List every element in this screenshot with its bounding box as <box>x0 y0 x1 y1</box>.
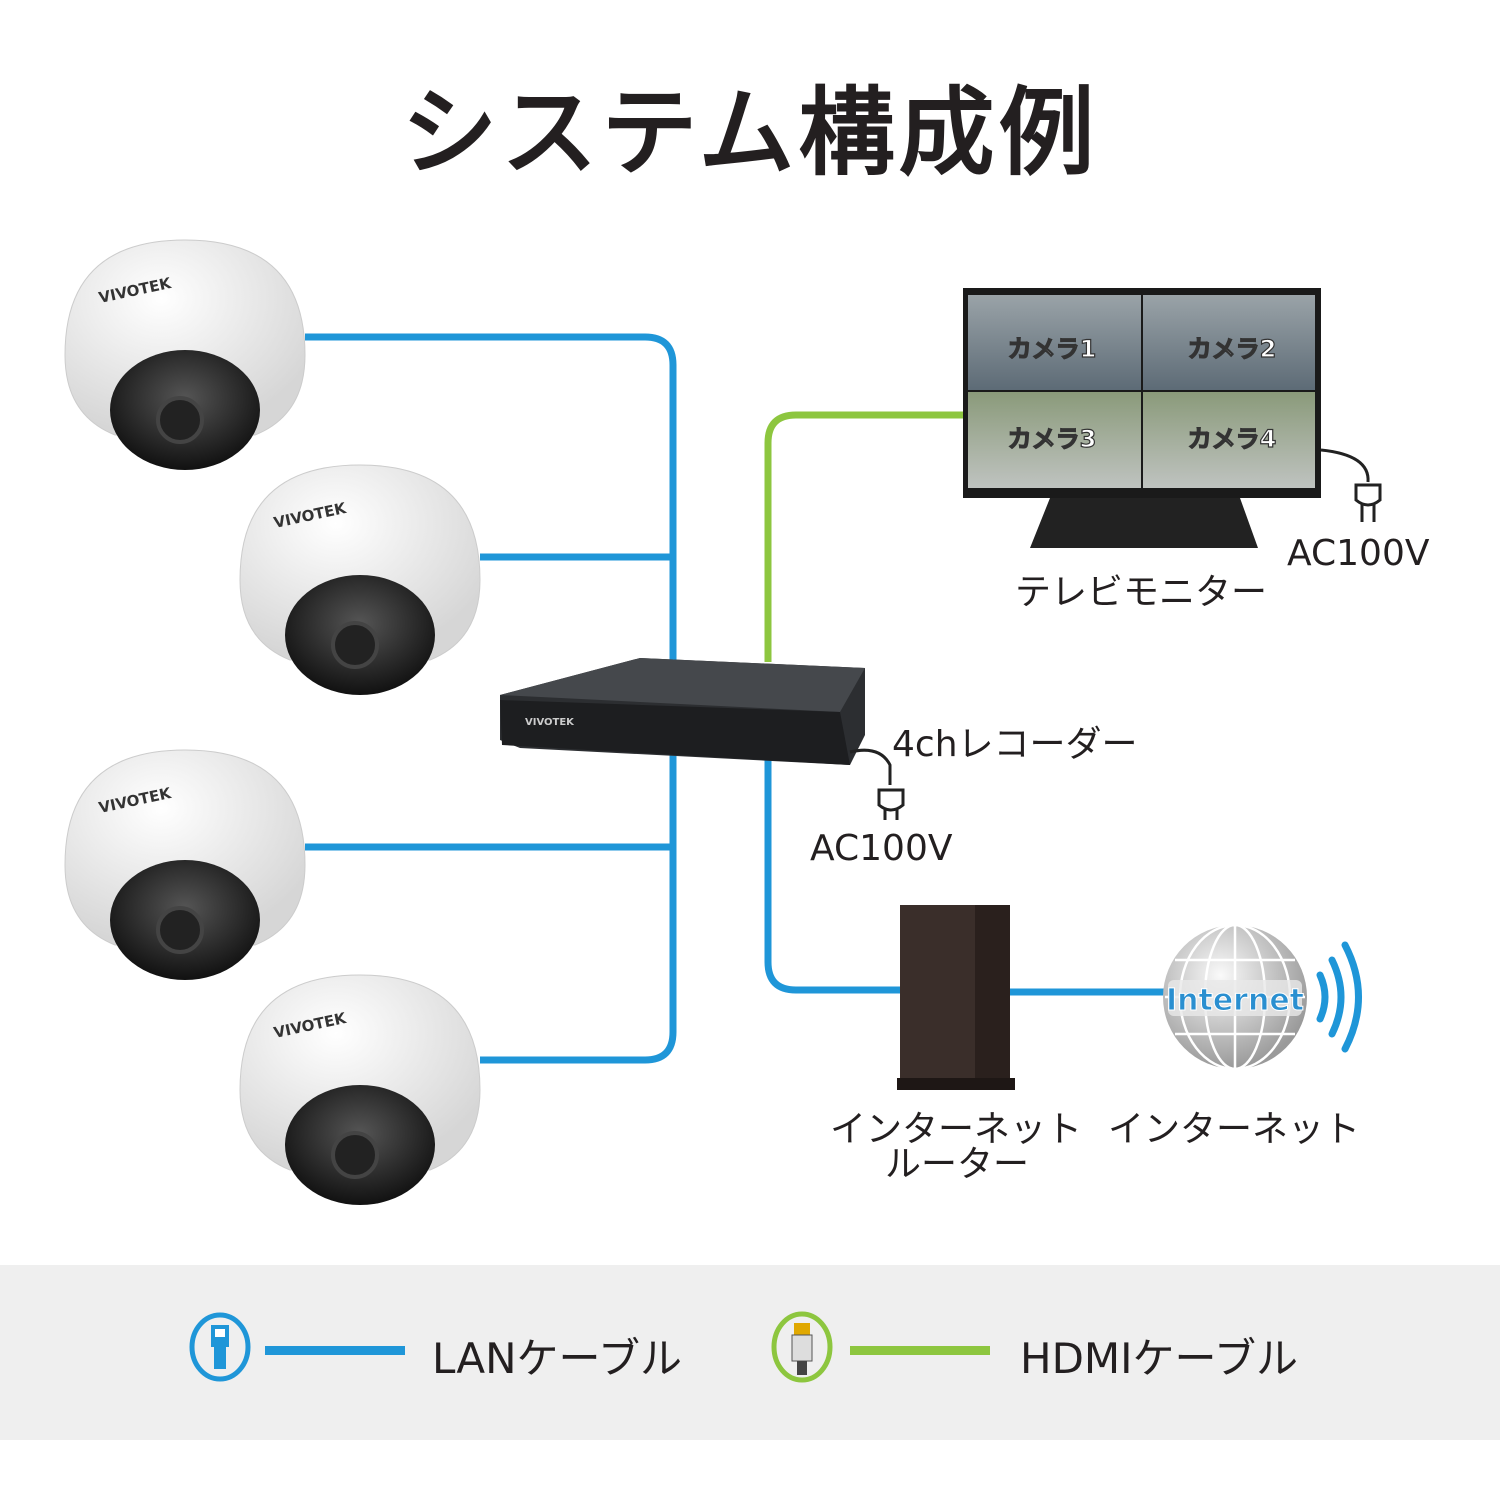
monitor-power-label: AC100V <box>1287 533 1430 574</box>
router-label-line2: ルーター <box>885 1144 1030 1185</box>
wifi-signal-icon <box>1316 941 1362 1053</box>
monitor-tile-3-label: カメラ3 <box>1008 425 1097 453</box>
hdmi-legend-line <box>850 1346 990 1355</box>
globe-text: Internet <box>1166 983 1304 1018</box>
monitor-tile-2-label: カメラ2 <box>1188 335 1277 363</box>
hdmi-cable <box>764 411 968 662</box>
internet-label: インターネット <box>1108 1109 1361 1150</box>
router-label-line1: インターネット <box>830 1109 1083 1150</box>
recorder-label: 4chレコーダー <box>892 724 1138 765</box>
legend <box>0 1265 1500 1440</box>
hdmi-plug-icon <box>771 1311 833 1383</box>
lan-legend-line <box>265 1346 405 1355</box>
hdmi-legend-label: HDMIケーブル <box>1020 1334 1299 1383</box>
recorder-brand-logo: VIVOTEK <box>525 717 575 728</box>
monitor-power-plug-icon <box>1354 483 1382 522</box>
recorder-power-plug-icon <box>877 788 905 820</box>
monitor-tile-4-label: カメラ4 <box>1188 425 1277 453</box>
monitor-label: テレビモニター <box>1015 572 1268 613</box>
page-title: システム構成例 <box>401 77 1099 189</box>
monitor-tile-1-label: カメラ1 <box>1008 335 1097 363</box>
internet-globe-icon: Internet <box>1163 923 1307 1071</box>
recorder-device: VIVOTEK <box>500 658 892 785</box>
lan-cable-router <box>764 760 905 994</box>
camera-3: VIVOTEK <box>64 749 306 980</box>
camera-1: VIVOTEK <box>64 239 306 470</box>
lan-plug-icon <box>189 1312 251 1382</box>
recorder-power-label: AC100V <box>810 828 953 869</box>
camera-4: VIVOTEK <box>239 974 481 1205</box>
monitor-device <box>963 288 1370 548</box>
lan-legend-label: LANケーブル <box>432 1334 682 1383</box>
router-device <box>897 905 1015 1090</box>
camera-2: VIVOTEK <box>239 464 481 695</box>
